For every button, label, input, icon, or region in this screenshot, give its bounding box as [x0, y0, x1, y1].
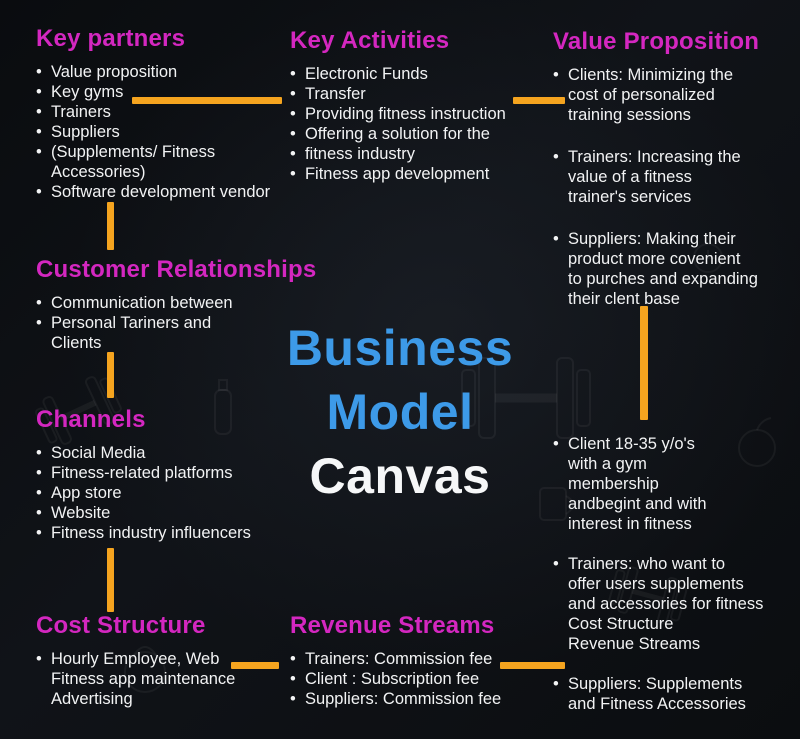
value-proposition-list: Clients: Minimizing the cost of personal… [553, 65, 793, 309]
section-revenue-streams: Revenue Streams Trainers: Commission fee… [290, 612, 540, 709]
revenue-streams-title: Revenue Streams [290, 612, 495, 639]
list-item: Trainers: Commission fee [290, 649, 540, 669]
list-item: Software development vendor [36, 182, 281, 202]
list-item: Clients: Minimizing the cost of personal… [553, 65, 793, 125]
list-item: Social Media [36, 443, 296, 463]
key-activities-title: Key Activities [290, 27, 450, 54]
list-item: Value proposition [36, 62, 281, 82]
list-item: Trainers: Increasing the value of a fitn… [553, 147, 793, 207]
connector-relationships-to-channels [107, 352, 114, 398]
list-item: Suppliers: Commission fee [290, 689, 540, 709]
list-item: Suppliers: Supplements and Fitness Acces… [553, 674, 798, 714]
canvas-title-line1: Business [286, 320, 514, 376]
list-item: (Supplements/ Fitness Accessories) [36, 142, 281, 182]
section-value-proposition-lower: Client 18-35 y/o's with a gym membership… [553, 434, 798, 734]
list-item: Personal Tariners and Clients [36, 313, 306, 353]
list-item: Suppliers: Making their product more cov… [553, 229, 793, 309]
list-item: Client 18-35 y/o's with a gym membership… [553, 434, 798, 534]
section-cost-structure: Cost Structure Hourly Employee, Web Fitn… [36, 612, 281, 709]
connector-partners-to-relationships [107, 202, 114, 250]
list-item: Website [36, 503, 296, 523]
connector-suppliers-to-segments [640, 306, 648, 420]
list-item: Transfer [290, 84, 535, 104]
canvas-title-line2: Model [326, 384, 474, 440]
list-item: Hourly Employee, Web Fitness app mainten… [36, 649, 281, 709]
list-item: Communication between [36, 293, 306, 313]
channels-list: Social MediaFitness-related platformsApp… [36, 443, 296, 543]
list-item: Trainers [36, 102, 281, 122]
revenue-streams-list: Trainers: Commission feeClient : Subscri… [290, 649, 540, 709]
list-item: App store [36, 483, 296, 503]
list-item: Fitness industry influencers [36, 523, 296, 543]
list-item: Client : Subscription fee [290, 669, 540, 689]
customer-relationships-title: Customer Relationships [36, 256, 317, 283]
value-proposition-title: Value Proposition [553, 28, 760, 55]
list-item: Trainers: who want to offer users supple… [553, 554, 798, 654]
list-item: Fitness-related platforms [36, 463, 296, 483]
connector-partners-to-activities [132, 97, 282, 104]
value-proposition-lower-list: Client 18-35 y/o's with a gym membership… [553, 434, 798, 714]
channels-title: Channels [36, 406, 146, 433]
key-activities-list: Electronic FundsTransferProviding fitnes… [290, 64, 535, 184]
section-channels: Channels Social MediaFitness-related pla… [36, 406, 296, 543]
canvas-title-line3: Canvas [309, 448, 491, 504]
list-item: Key gyms [36, 82, 281, 102]
list-item: Suppliers [36, 122, 281, 142]
customer-relationships-list: Communication betweenPersonal Tariners a… [36, 293, 306, 353]
list-item: Electronic Funds [290, 64, 535, 84]
cost-structure-title: Cost Structure [36, 612, 206, 639]
connector-channels-to-cost-structure [107, 548, 114, 612]
section-key-partners: Key partners Value propositionKey gymsTr… [36, 25, 281, 202]
cost-structure-list: Hourly Employee, Web Fitness app mainten… [36, 649, 281, 709]
key-partners-list: Value propositionKey gymsTrainersSupplie… [36, 62, 281, 202]
section-customer-relationships: Customer Relationships Communication bet… [36, 256, 317, 353]
canvas-main-title: Business Model Canvas [280, 316, 520, 508]
connector-cost-to-revenue [231, 662, 279, 669]
section-value-proposition: Value Proposition Clients: Minimizing th… [553, 28, 793, 331]
connector-activities-to-value-proposition [513, 97, 565, 104]
list-item: Offering a solution for the [290, 124, 535, 144]
section-key-activities: Key Activities Electronic FundsTransferP… [290, 27, 535, 184]
list-item: fitness industry [290, 144, 535, 164]
connector-revenue-to-segments [500, 662, 565, 669]
key-partners-title: Key partners [36, 25, 186, 52]
list-item: Providing fitness instruction [290, 104, 535, 124]
list-item: Fitness app development [290, 164, 535, 184]
